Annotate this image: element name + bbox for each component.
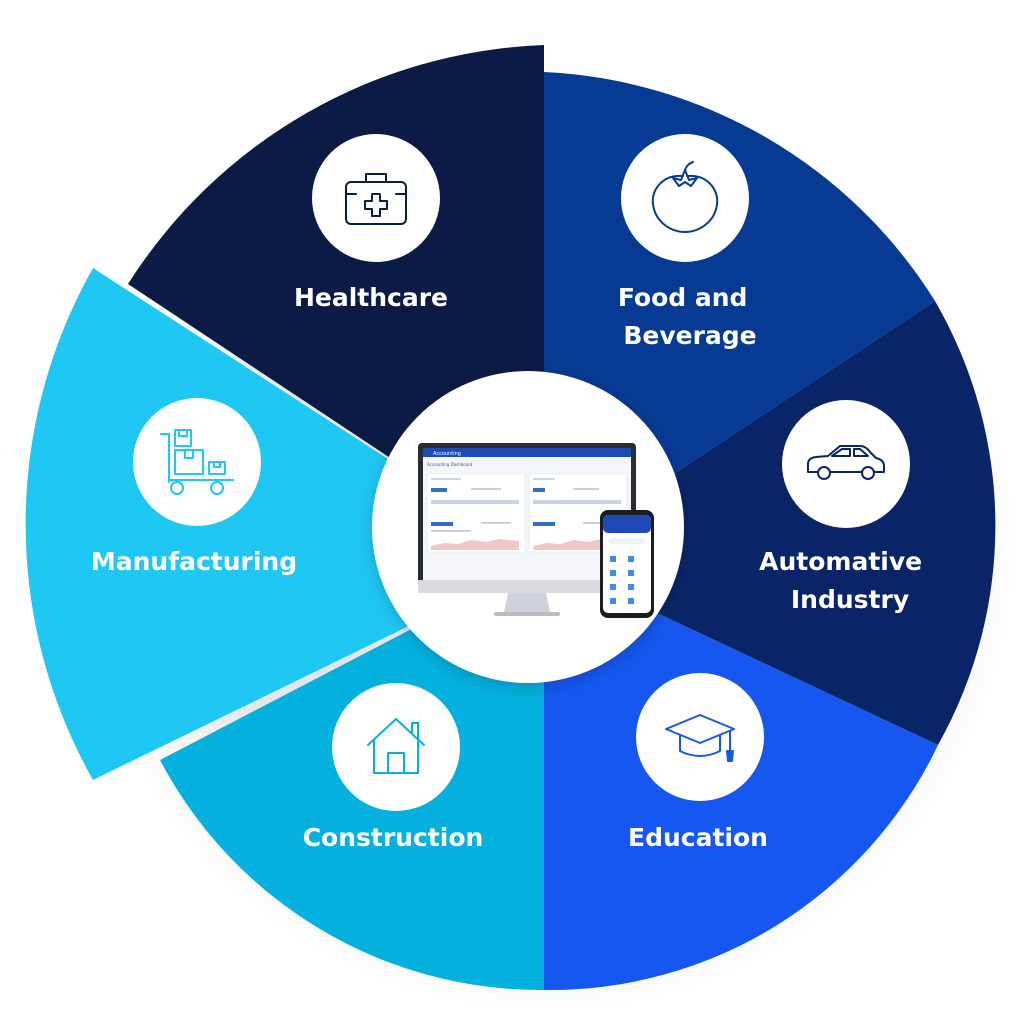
label-food-line-2: Beverage — [623, 321, 756, 350]
house-icon — [367, 718, 425, 774]
desktop-monitor: Accounting Accounting Dashboard — [418, 443, 636, 616]
food-icon-circle — [621, 134, 749, 262]
automotive-icon-circle — [782, 400, 910, 528]
graduation-cap-icon — [665, 714, 735, 762]
label-healthcare: Healthcare — [294, 283, 448, 312]
label-construction-line-1: Construction — [303, 823, 484, 852]
label-food-line-1: Food and — [618, 283, 748, 312]
segment-labels: Healthcare Food and Beverage Automative … — [91, 283, 931, 852]
label-food: Food and Beverage — [618, 283, 757, 350]
label-healthcare-line-1: Healthcare — [294, 283, 448, 312]
label-automotive-line-2: Industry — [791, 585, 909, 614]
manufacturing-icon-circle — [133, 398, 261, 526]
hand-truck-boxes-icon — [160, 429, 234, 495]
label-manufacturing: Manufacturing — [91, 547, 297, 576]
label-automotive-line-1: Automative — [759, 547, 922, 576]
healthcare-icon-circle — [312, 134, 440, 262]
label-education: Education — [628, 823, 768, 852]
desktop-and-phone-icon: Accounting Accounting Dashboard — [418, 443, 654, 618]
tomato-icon — [651, 161, 719, 233]
label-construction: Construction — [303, 823, 484, 852]
label-automotive: Automative Industry — [759, 547, 931, 614]
education-icon-circle — [636, 673, 764, 801]
phone-mockup — [600, 510, 654, 618]
construction-icon-circle — [332, 683, 460, 811]
dashboard-label: Accounting Dashboard — [427, 462, 473, 467]
icon-circles — [133, 134, 910, 811]
first-aid-kit-icon — [345, 173, 407, 225]
label-manufacturing-line-1: Manufacturing — [91, 547, 297, 576]
segment-manufacturing — [25, 268, 545, 780]
label-education-line-1: Education — [628, 823, 768, 852]
car-icon — [807, 445, 885, 480]
app-title: Accounting — [433, 451, 461, 457]
